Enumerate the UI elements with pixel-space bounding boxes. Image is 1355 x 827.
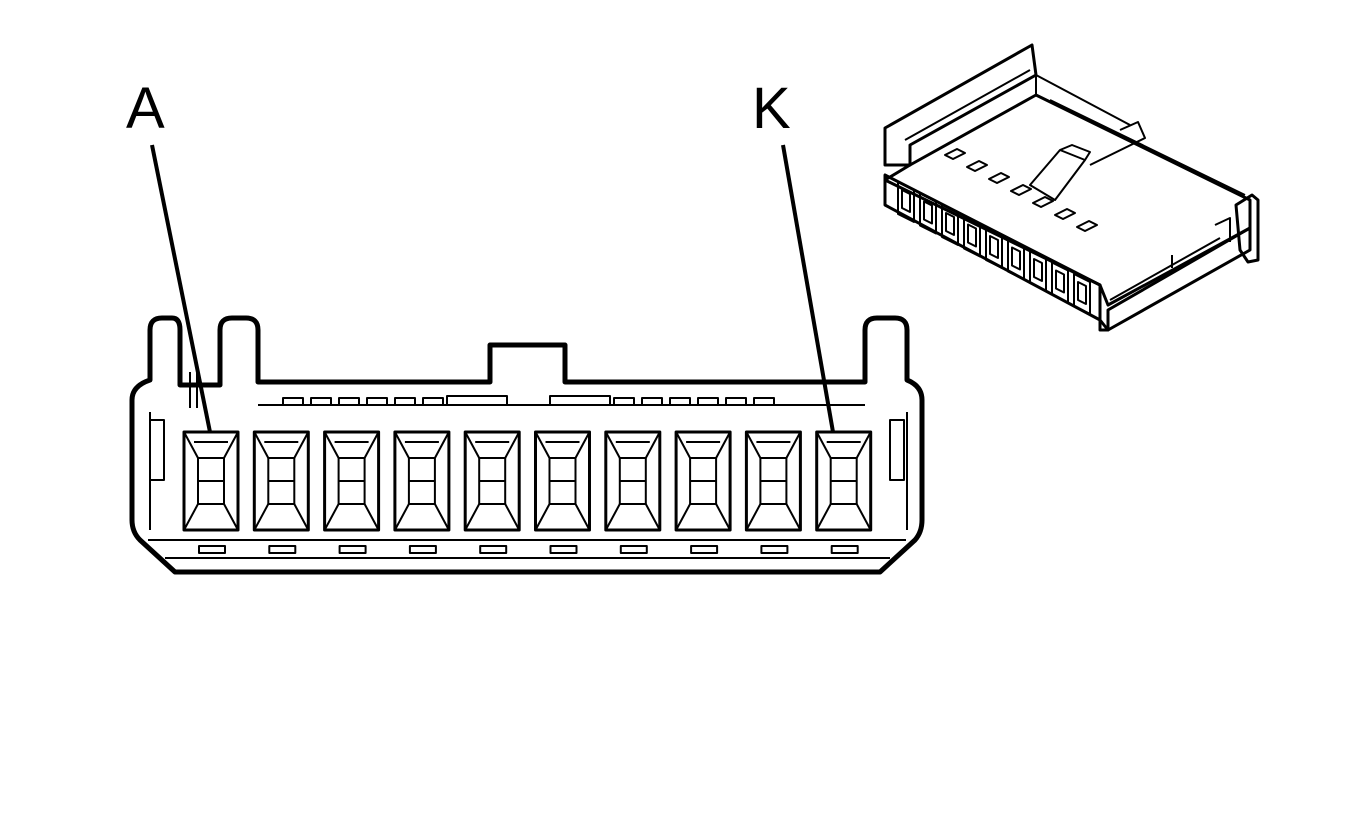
bottom-tab [198,545,226,554]
bottom-tab [268,545,297,554]
pin-label-k: K [752,76,791,141]
iso-latch [1029,144,1091,201]
housing-outline [129,315,925,575]
lower-rim [148,539,906,559]
iso-slot [1032,196,1054,208]
cavity [674,430,732,532]
iso-slot [1076,220,1098,232]
bottom-tab [830,545,859,554]
iso-slot [966,160,988,172]
cavity [323,430,381,532]
iso-deck-slots [944,148,1098,232]
cavity [534,430,591,532]
bottom-tab [338,545,367,554]
leader-line-k [781,144,835,433]
left-post-mark [189,372,198,408]
bottom-tab [619,545,648,554]
bottom-tab [479,545,508,554]
iso-slot [1054,208,1076,220]
iso-deck-edge [1035,75,1246,196]
bottom-tab [760,545,789,554]
iso-cavity [985,227,1003,269]
iso-front-cavities [897,181,1091,315]
iso-cavity [1007,238,1025,281]
bottom-tab [408,545,437,554]
iso-slot [944,148,966,160]
bottom-tabs [198,545,859,554]
iso-right-rail [1109,217,1231,301]
iso-cavity [919,192,937,235]
cavity [604,430,662,532]
iso-cavity [963,215,981,258]
cavity [252,430,310,532]
cavity [815,430,873,532]
bottom-tab [549,545,578,554]
top-slots [282,395,775,406]
connector-isometric-view [883,43,1260,332]
iso-cavity [897,181,915,223]
cavity [744,430,802,532]
iso-cavity [1029,250,1047,292]
cavity [463,430,521,532]
bottom-tab [690,545,719,554]
cavity [182,430,240,532]
pin-label-a: A [126,76,165,141]
iso-back-wall [883,43,1038,167]
iso-slot [988,172,1010,184]
iso-cavity [941,204,959,246]
iso-top-deck [883,93,1252,332]
left-key [149,419,165,481]
iso-back-wall-inner [904,69,1131,141]
iso-slot [1010,184,1032,196]
iso-cavity [1073,273,1091,315]
leader-line-a [150,144,212,433]
iso-cavity [1051,261,1069,304]
cavity [393,430,451,532]
iso-right-end [1234,193,1260,264]
right-key [889,419,905,481]
terminal-cavities [182,430,873,532]
connector-face-view [129,315,925,575]
